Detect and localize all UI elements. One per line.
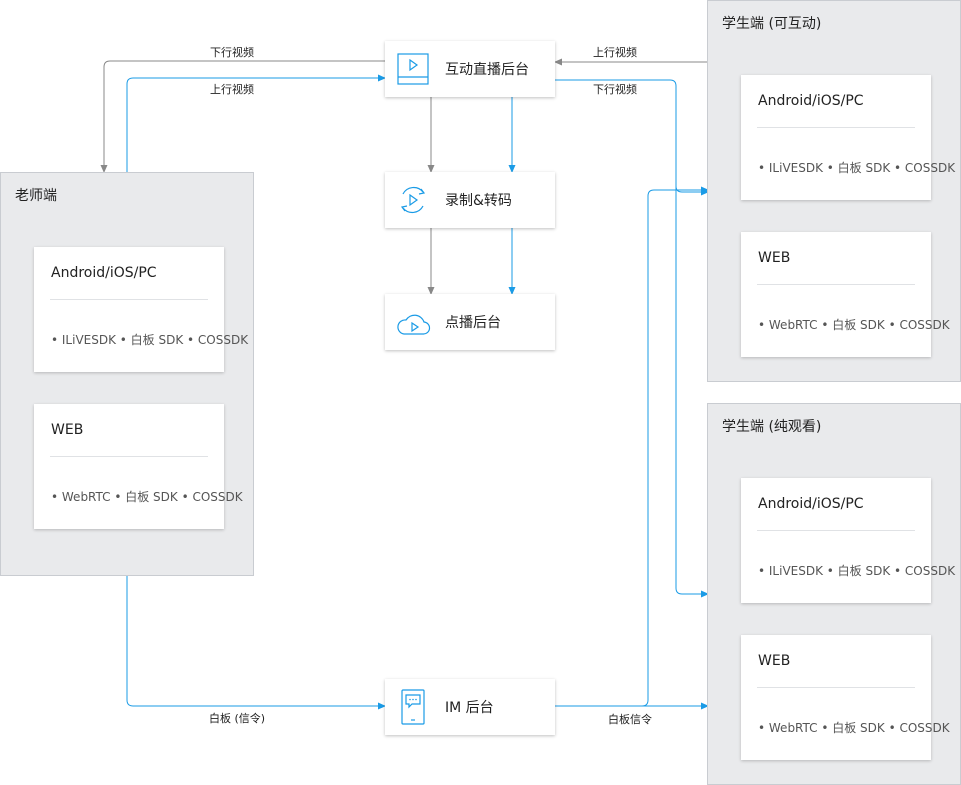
label-teacher-up-video: 上行视频 <box>210 83 254 96</box>
teacher-web-card: WEB • WebRTC • 白板 SDK • COSSDK <box>34 404 243 529</box>
edge-student-down-video <box>555 79 709 196</box>
card-sdk-list: • ILiVESDK • 白板 SDK • COSSDK <box>758 564 956 578</box>
play-square-icon <box>397 53 429 85</box>
card-divider <box>757 284 915 285</box>
label-teacher-down-video: 下行视频 <box>210 46 254 59</box>
vod-backend-label: 点播后台 <box>445 315 501 331</box>
chat-phone-icon <box>401 689 425 725</box>
card-title: Android/iOS/PC <box>51 265 157 281</box>
refresh-play-icon <box>400 186 426 214</box>
card-divider <box>757 127 915 128</box>
edge-teacher-up-video <box>126 74 386 172</box>
student-interactive-native-card: Android/iOS/PC • ILiVESDK • 白板 SDK • COS… <box>741 75 955 200</box>
live-backend-node: 互动直播后台 <box>385 41 555 97</box>
student-watch-web-card: WEB • WebRTC • 白板 SDK • COSSDK <box>741 635 950 760</box>
vod-backend-node: 点播后台 <box>385 294 555 350</box>
edge-watch-down-video <box>675 186 709 598</box>
card-divider <box>757 687 915 688</box>
edge-im-student-interactive <box>555 186 709 707</box>
im-backend-node: IM 后台 <box>385 679 555 735</box>
cloud-play-icon <box>397 314 431 335</box>
card-sdk-list: • ILiVESDK • 白板 SDK • COSSDK <box>51 333 249 347</box>
student-interactive-title: 学生端 (可互动) <box>722 16 822 32</box>
card-divider <box>50 299 208 300</box>
record-transcode-node: 录制&转码 <box>385 172 555 228</box>
live-backend-label: 互动直播后台 <box>445 62 529 78</box>
edge-teacher-board <box>126 576 386 710</box>
card-divider <box>50 456 208 457</box>
teacher-native-card: Android/iOS/PC • ILiVESDK • 白板 SDK • COS… <box>34 247 248 372</box>
edge-teacher-down-video <box>100 60 385 173</box>
student-interactive-group: 学生端 (可互动) Android/iOS/PC • ILiVESDK • 白板… <box>707 0 961 382</box>
card-divider <box>757 530 915 531</box>
teacher-title: 老师端 <box>15 188 57 204</box>
student-watch-group: 学生端 (纯观看) Android/iOS/PC • ILiVESDK • 白板… <box>707 403 961 785</box>
label-student-board: 白板信令 <box>608 713 652 726</box>
student-watch-title: 学生端 (纯观看) <box>722 419 822 435</box>
student-interactive-web-card: WEB • WebRTC • 白板 SDK • COSSDK <box>741 232 950 357</box>
im-backend-label: IM 后台 <box>445 700 494 716</box>
card-sdk-list: • WebRTC • 白板 SDK • COSSDK <box>758 721 950 735</box>
card-sdk-list: • WebRTC • 白板 SDK • COSSDK <box>51 490 243 504</box>
card-title: WEB <box>51 422 84 438</box>
label-student-down-video: 下行视频 <box>593 83 637 96</box>
card-title: Android/iOS/PC <box>758 93 864 109</box>
teacher-group: 老师端 Android/iOS/PC • ILiVESDK • 白板 SDK •… <box>0 172 254 576</box>
label-student-up-video: 上行视频 <box>593 46 637 59</box>
label-teacher-board: 白板 (信令) <box>209 712 266 725</box>
record-transcode-label: 录制&转码 <box>445 193 512 209</box>
card-sdk-list: • ILiVESDK • 白板 SDK • COSSDK <box>758 161 956 175</box>
card-title: WEB <box>758 653 791 669</box>
card-title: Android/iOS/PC <box>758 496 864 512</box>
card-title: WEB <box>758 250 791 266</box>
card-sdk-list: • WebRTC • 白板 SDK • COSSDK <box>758 318 950 332</box>
student-watch-native-card: Android/iOS/PC • ILiVESDK • 白板 SDK • COS… <box>741 478 955 603</box>
